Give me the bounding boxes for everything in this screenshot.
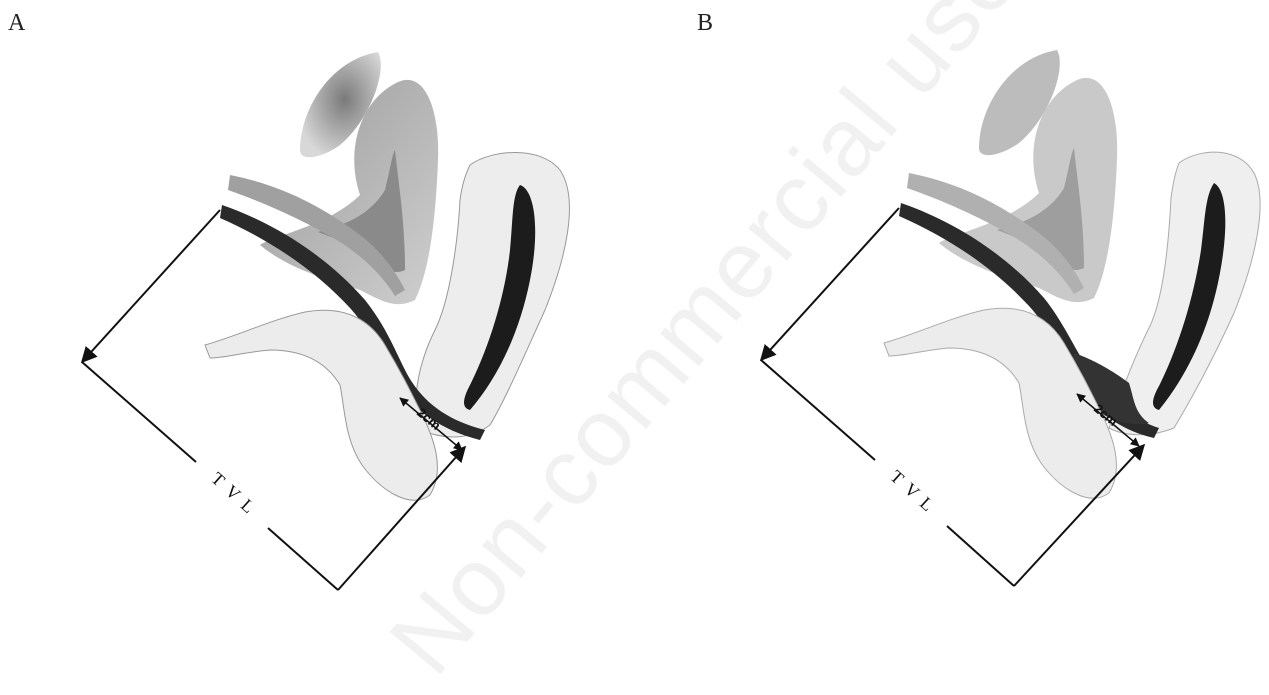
panel-b-diagram: TVL 2cm [761,50,1260,586]
panel-b-bladder [884,308,1116,498]
panel-b-tvl-lower-right [947,526,1014,586]
panel-a-tvl-lower-right [268,528,338,590]
panel-a-tvl-upper-line [82,210,220,362]
panel-a-tvl-label: TVL [207,468,264,522]
panel-b-tvl-lower-left [761,360,875,460]
panel-a-rectum [416,153,569,437]
panel-b-tvl-label: TVL [886,466,943,520]
panel-b-tvl-upper-line [761,208,899,360]
anatomy-figure: TVL 2cm TVL 2cm [0,0,1269,593]
panel-a-bladder [205,310,437,500]
panel-a-diagram: TVL 2cm [82,52,569,590]
panel-a-tvl-lower-left [82,362,196,462]
